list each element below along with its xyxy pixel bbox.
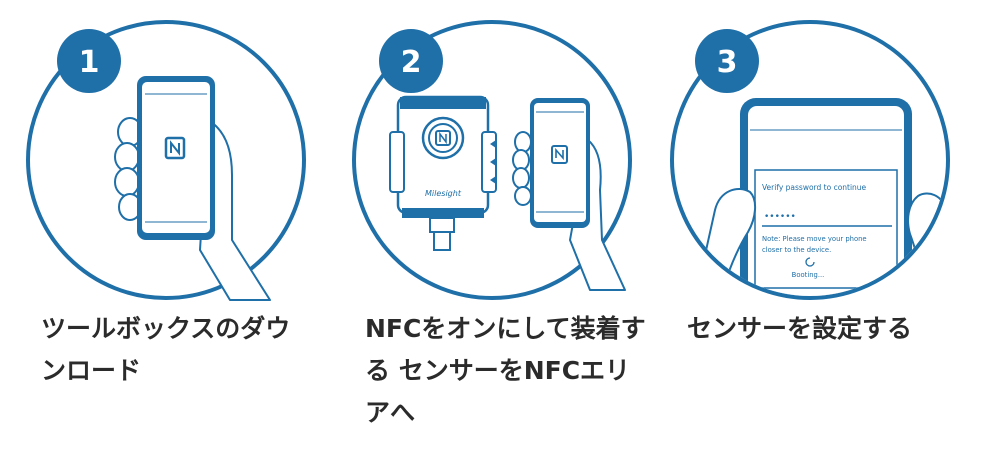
step-2-illustration: Milesight 2 [352, 20, 632, 300]
dialog-status: Booting... [792, 271, 825, 279]
hand-icon [114, 117, 271, 301]
dialog-note-line-1: Note: Please move your phone [762, 235, 867, 243]
sensor-device-icon: Milesight [389, 95, 497, 251]
step-1-illustration: 1 [26, 20, 306, 301]
dialog-note-line-2: closer to the device. [762, 246, 831, 254]
phone-icon: Verify password to continue •••••• Note:… [740, 98, 912, 296]
device-brand: Milesight [425, 189, 462, 198]
step-badge-3: 3 [695, 29, 759, 93]
step-badge-2: 2 [379, 29, 443, 93]
phone-icon [530, 98, 590, 228]
step-badge-1: 1 [57, 29, 121, 93]
step-number: 3 [717, 45, 738, 80]
step-2-caption: NFCをオンにして装着する センサーをNFCエリアへ [365, 314, 646, 427]
step-number: 1 [79, 45, 100, 80]
step-3-caption: センサーを設定する [687, 314, 913, 343]
password-input[interactable]: •••••• [764, 212, 796, 222]
step-1-caption: ツールボックスのダウンロード [41, 314, 291, 385]
dialog-title: Verify password to continue [762, 183, 867, 192]
password-dialog: Verify password to continue •••••• Note:… [754, 169, 898, 289]
step-3-illustration: Verify password to continue •••••• Note:… [670, 20, 950, 300]
nfc-icon [435, 130, 451, 146]
step-number: 2 [401, 45, 422, 80]
loading-spinner-icon [805, 257, 815, 267]
nfc-direction-arrows [490, 140, 496, 184]
phone-icon [137, 76, 215, 240]
